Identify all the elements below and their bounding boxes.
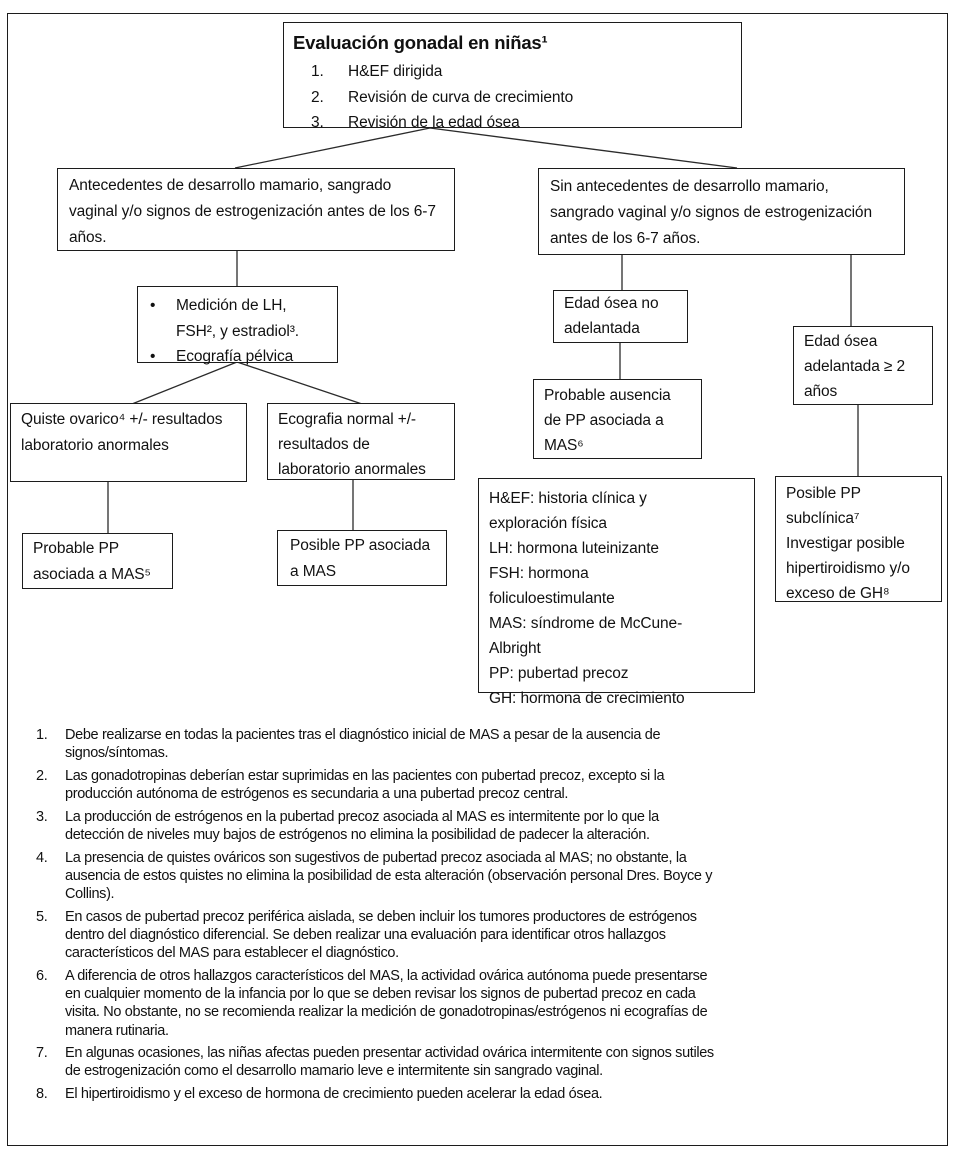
box-antecedentes: Antecedentes de desarrollo mamario, sang… bbox=[57, 168, 455, 251]
footnote-item: 8. El hipertiroidismo y el exceso de hor… bbox=[36, 1085, 714, 1103]
box-quiste-ovarico: Quiste ovarico⁴ +/- resultados laborator… bbox=[10, 403, 247, 482]
step-number: 2. bbox=[311, 88, 324, 106]
legend-entry: FSH: hormona foliculoestimulante bbox=[489, 565, 615, 607]
footnote-item: 3. La producción de estrógenos en la pub… bbox=[36, 808, 714, 844]
box-posible-pp: Posible PP asociada a MAS bbox=[277, 530, 447, 586]
legend-box: H&EF: historia clínica y exploración fís… bbox=[478, 478, 755, 707]
title-steps: 1. H&EF dirigida 2. Revisión de curva de… bbox=[293, 59, 731, 136]
box-probable-ausencia: Probable ausencia de PP asociada a MAS⁶ bbox=[533, 379, 702, 459]
footnote-text: A diferencia de otros hallazgos caracter… bbox=[65, 967, 708, 1039]
footnote-number: 8. bbox=[36, 1086, 48, 1103]
title-box: Evaluación gonadal en niñas¹ 1. H&EF dir… bbox=[283, 22, 742, 131]
footnote-text: La presencia de quistes ováricos son sug… bbox=[65, 849, 713, 903]
subclinica-line-1: Posible PP subclínica⁷ bbox=[786, 485, 861, 527]
footnote-item: 6. A diferencia de otros hallazgos carac… bbox=[36, 967, 714, 1040]
footnote-text: En casos de pubertad precoz periférica a… bbox=[65, 908, 697, 962]
step-label: H&EF dirigida bbox=[348, 63, 443, 80]
title-step: 1. H&EF dirigida bbox=[311, 59, 731, 85]
footnote-number: 3. bbox=[36, 808, 48, 825]
medicion-item-label: Ecografía pélvica bbox=[176, 348, 294, 365]
legend-entry: LH: hormona luteinizante bbox=[489, 540, 659, 557]
bullet-icon bbox=[150, 344, 176, 370]
footnote-text: La producción de estrógenos en la pubert… bbox=[65, 808, 659, 844]
legend-entry: PP: pubertad precoz bbox=[489, 665, 629, 682]
box-medicion: Medición de LH, FSH², y estradiol³. Ecog… bbox=[137, 286, 338, 365]
box-sin-antecedentes: Sin antecedentes de desarrollo mamario, … bbox=[538, 168, 905, 255]
legend-entries: H&EF: historia clínica y exploración fís… bbox=[489, 486, 744, 711]
step-number: 3. bbox=[311, 114, 324, 131]
footnote-item: 2. Las gonadotropinas deberían estar sup… bbox=[36, 767, 714, 803]
page-title: Evaluación gonadal en niñas¹ bbox=[293, 32, 548, 53]
subclinica-line-2: Investigar posible hipertiroidismo y/o e… bbox=[786, 535, 910, 602]
footnote-number: 1. bbox=[36, 727, 48, 743]
title-step: 2. Revisión de curva de crecimiento bbox=[311, 85, 731, 111]
medicion-item: Ecografía pélvica bbox=[150, 344, 329, 370]
medicion-list: Medición de LH, FSH², y estradiol³. Ecog… bbox=[150, 293, 329, 370]
legend-entry: GH: hormona de crecimiento bbox=[489, 690, 685, 707]
footnote-number: 2. bbox=[36, 767, 48, 784]
footnote-text: Las gonadotropinas deberían estar suprim… bbox=[65, 767, 665, 803]
connector-title-to-left bbox=[234, 127, 431, 169]
footnotes-list: 1. Debe realizarse en todas la pacientes… bbox=[36, 726, 714, 1108]
footnote-number: 7. bbox=[36, 1045, 48, 1062]
footnote-item: 5. En casos de pubertad precoz periféric… bbox=[36, 908, 714, 963]
step-number: 1. bbox=[311, 63, 324, 80]
footnote-number: 6. bbox=[36, 967, 48, 984]
step-label: Revisión de la edad ósea bbox=[348, 114, 520, 131]
footnote-text: El hipertiroidismo y el exceso de hormon… bbox=[65, 1086, 603, 1103]
legend-entry: H&EF: historia clínica y exploración fís… bbox=[489, 490, 647, 532]
connector-title-to-right bbox=[429, 127, 738, 169]
footnote-text: Debe realizarse en todas la pacientes tr… bbox=[65, 727, 661, 762]
step-label: Revisión de curva de crecimiento bbox=[348, 88, 574, 106]
footnote-item: 4. La presencia de quistes ováricos son … bbox=[36, 849, 714, 904]
legend-entry: MAS: síndrome de McCune-Albright bbox=[489, 615, 683, 657]
box-ecografia-normal: Ecografia normal +/- resultados de labor… bbox=[267, 403, 455, 480]
connector-medicion-to-ecografia bbox=[236, 361, 363, 405]
connector-medicion-to-quiste bbox=[131, 361, 238, 405]
box-edad-osea-adelantada: Edad ósea adelantada ≥ 2 años bbox=[793, 326, 933, 405]
medicion-item-label: Medición de LH, FSH², y estradiol³. bbox=[176, 297, 299, 340]
footnote-number: 5. bbox=[36, 908, 48, 925]
box-probable-pp: Probable PP asociada a MAS⁵ bbox=[22, 533, 173, 589]
footnote-item: 7. En algunas ocasiones, las niñas afect… bbox=[36, 1044, 714, 1080]
bullet-icon bbox=[150, 293, 176, 344]
footnote-number: 4. bbox=[36, 849, 48, 866]
box-edad-osea-no: Edad ósea no adelantada bbox=[553, 290, 688, 343]
medicion-item: Medición de LH, FSH², y estradiol³. bbox=[150, 293, 329, 344]
title-step: 3. Revisión de la edad ósea bbox=[311, 110, 731, 136]
footnote-text: En algunas ocasiones, las niñas afectas … bbox=[65, 1045, 714, 1080]
box-posible-pp-subclinica: Posible PP subclínica⁷ Investigar posibl… bbox=[775, 476, 942, 602]
figure-border bbox=[7, 13, 948, 1146]
footnote-item: 1. Debe realizarse en todas la pacientes… bbox=[36, 726, 714, 762]
